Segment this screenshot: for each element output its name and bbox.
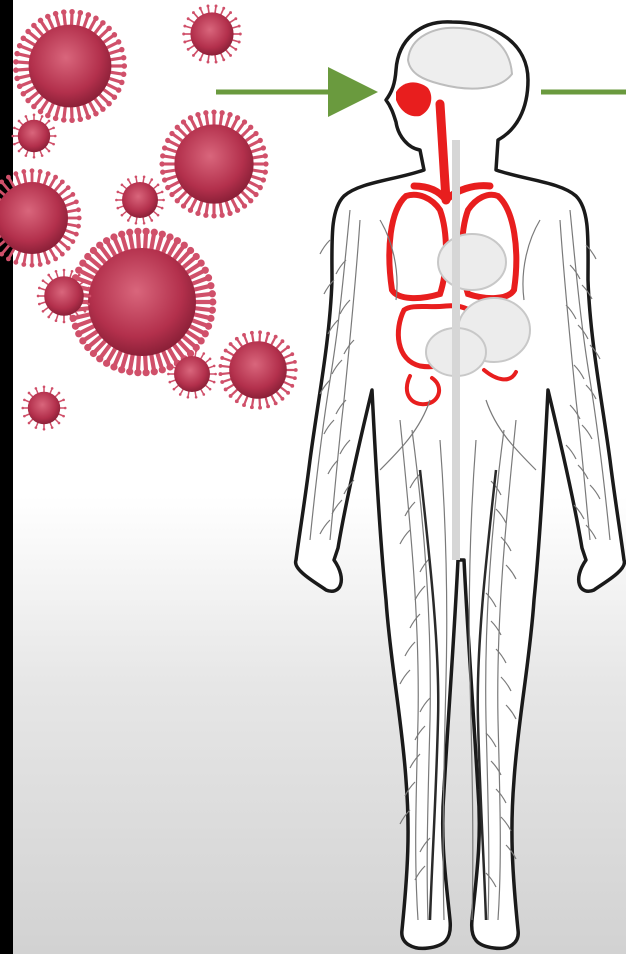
virus-particle-icon	[0, 168, 82, 267]
virus-particle-icon	[115, 175, 165, 224]
trachea	[440, 104, 446, 200]
virus-particle-icon	[159, 109, 268, 218]
heart	[438, 234, 506, 290]
virus-particle-icon	[182, 5, 242, 64]
virus-particle-icon	[219, 330, 298, 409]
virus-particle-icon	[13, 9, 127, 123]
vessel-branch	[320, 240, 330, 254]
virus-particle-icon	[68, 228, 217, 377]
virus-particle-icon	[21, 385, 66, 430]
virus-cluster	[0, 5, 298, 431]
virus-particle-icon	[11, 113, 56, 158]
